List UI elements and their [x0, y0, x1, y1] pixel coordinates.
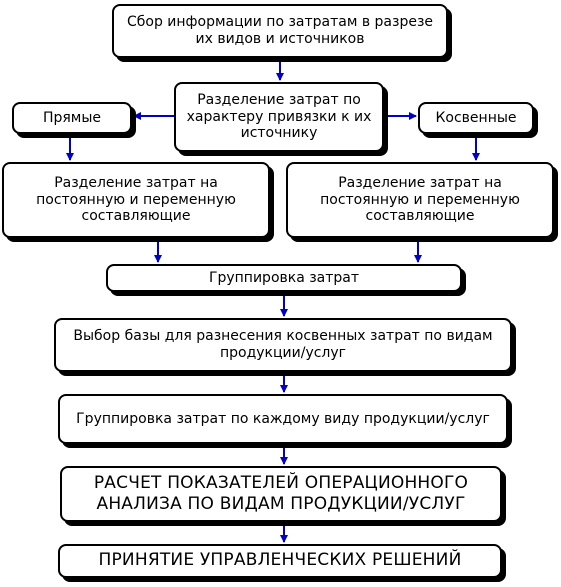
split-direct-text: Разделение затрат на постоянную и переме… — [36, 174, 236, 225]
grouping-text: Группировка затрат — [208, 269, 360, 286]
direct-costs-box: Прямые — [12, 102, 132, 134]
calc-indicators-text: РАСЧЕТ ПОКАЗАТЕЛЕЙ ОПЕРАЦИОННОГО АНАЛИЗА… — [93, 472, 469, 514]
direct-costs-text: Прямые — [42, 109, 102, 126]
split-indirect-box: Разделение затрат на постоянную и переме… — [286, 162, 554, 238]
split-indirect-text: Разделение затрат на постоянную и переме… — [320, 174, 520, 225]
collect-costs-box: Сбор информации по затратам в разрезе их… — [112, 4, 448, 58]
separate-by-source-text: Разделение затрат по характеру привязки … — [186, 91, 372, 142]
indirect-costs-box: Косвенные — [418, 102, 534, 134]
split-direct-box: Разделение затрат на постоянную и переме… — [2, 162, 270, 238]
decisions-box: ПРИНЯТИЕ УПРАВЛЕНЧЕСКИХ РЕШЕНИЙ — [58, 544, 502, 578]
decisions-text: ПРИНЯТИЕ УПРАВЛЕНЧЕСКИХ РЕШЕНИЙ — [98, 550, 462, 571]
indirect-costs-text: Косвенные — [435, 109, 517, 126]
grouping-per-product-text: Группировка затрат по каждому виду проду… — [76, 410, 490, 427]
collect-costs-text: Сбор информации по затратам в разрезе их… — [126, 14, 434, 47]
calc-indicators-box: РАСЧЕТ ПОКАЗАТЕЛЕЙ ОПЕРАЦИОННОГО АНАЛИЗА… — [60, 466, 502, 522]
grouping-box: Группировка затрат — [106, 264, 462, 292]
base-choice-text: Выбор базы для разнесения косвенных затр… — [73, 328, 493, 361]
separate-by-source-box: Разделение затрат по характеру привязки … — [174, 82, 384, 152]
base-choice-box: Выбор базы для разнесения косвенных затр… — [54, 318, 512, 372]
grouping-per-product-box: Группировка затрат по каждому виду проду… — [58, 394, 508, 444]
